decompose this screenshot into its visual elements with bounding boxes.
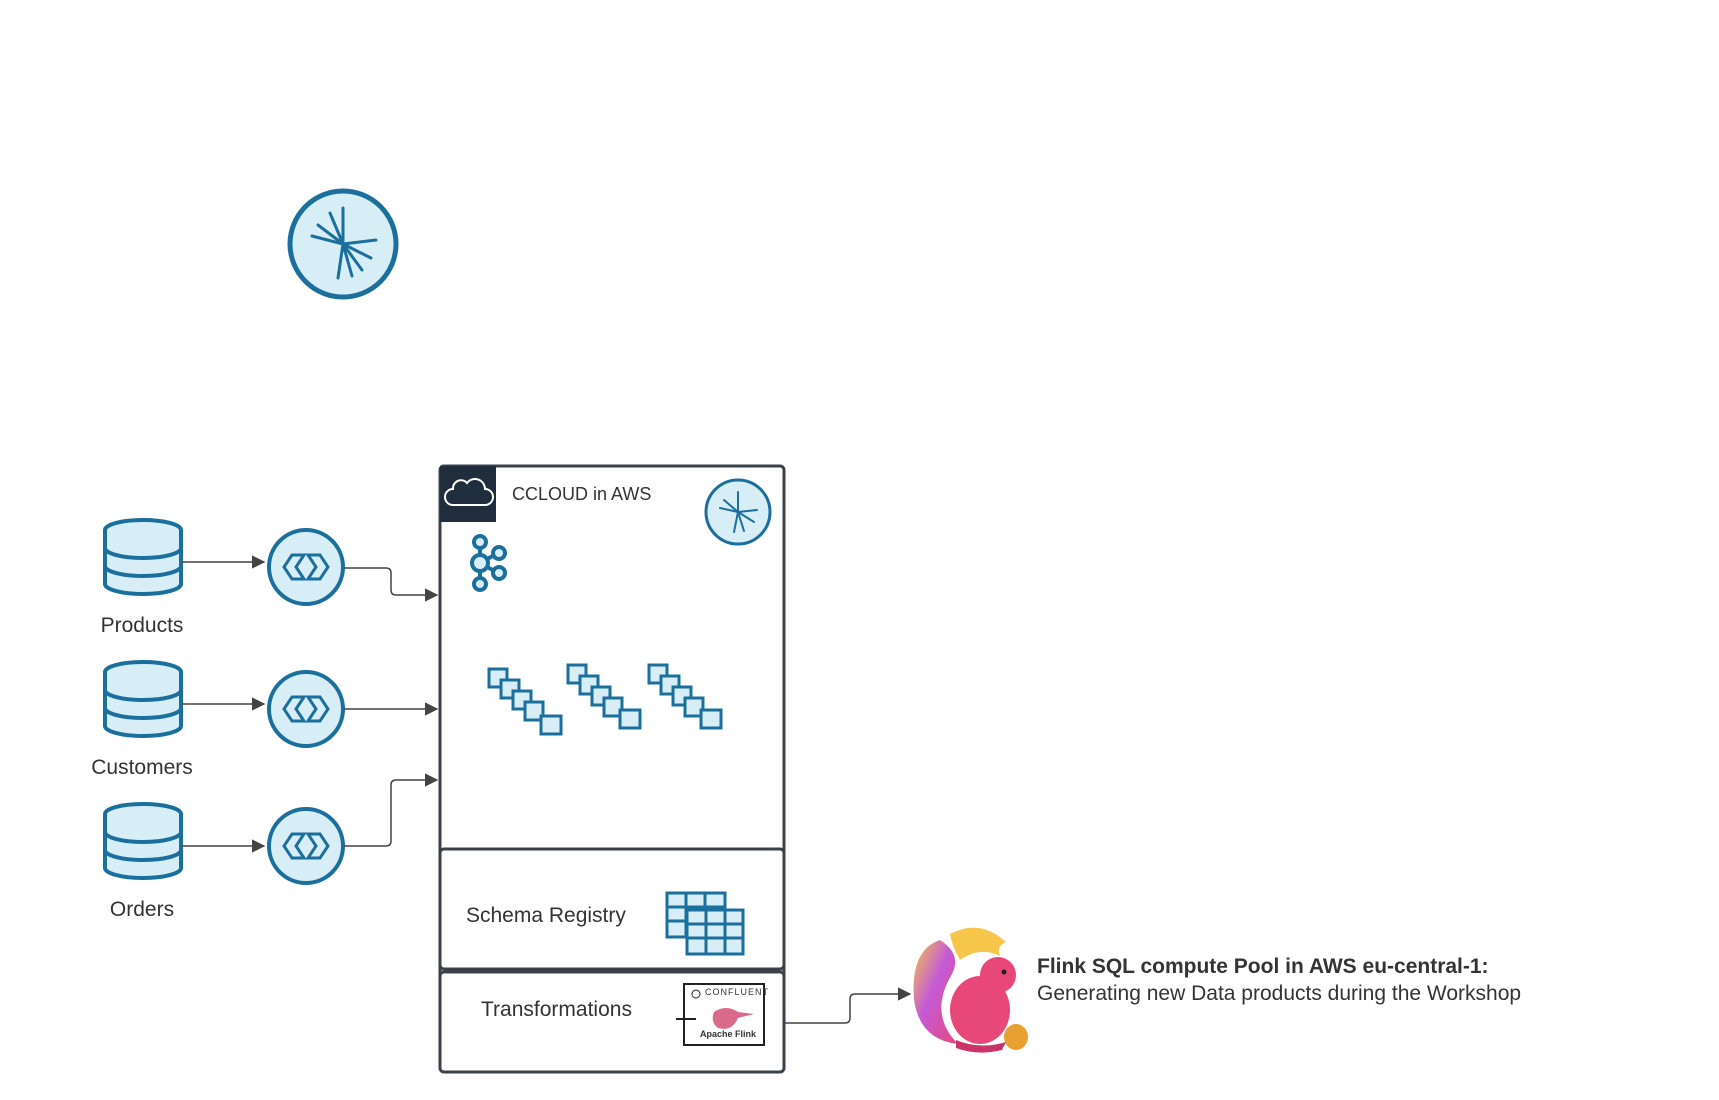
topic-icon-1	[487, 667, 563, 736]
cloud-icon	[444, 478, 494, 506]
topic-icons	[487, 663, 723, 736]
flink-squirrel-icon	[913, 927, 1028, 1053]
db-to-connector-edges	[182, 555, 266, 853]
connector-icon-customers	[267, 670, 345, 748]
cloud-title: CCLOUD in AWS	[512, 484, 652, 504]
topic-icon-2	[566, 663, 642, 730]
topic-icon-3	[647, 663, 723, 730]
kafka-icon	[470, 534, 507, 592]
schema-registry-label: Schema Registry	[466, 904, 626, 927]
confluent-small-icon	[704, 478, 772, 546]
flink-pool-subtitle: Generating new Data products during the …	[1037, 982, 1522, 1005]
database-icon-orders	[103, 802, 183, 880]
connector-to-cloud-edges	[344, 567, 439, 847]
flink-pool-title: Flink SQL compute Pool in AWS eu-central…	[1037, 955, 1489, 978]
transformations-panel	[438, 970, 786, 1074]
connector-icon-products	[267, 528, 345, 606]
schema-table-icon	[665, 891, 745, 956]
database-icon-customers	[103, 660, 183, 738]
source-label-orders: Orders	[109, 898, 175, 921]
transformations-label: Transformations	[481, 998, 632, 1021]
source-label-products: Products	[100, 614, 184, 637]
transformations-to-flink-edge	[784, 987, 912, 1024]
schema-registry-panel	[438, 847, 786, 971]
flink-badge-brand: CONFLUENT	[705, 987, 770, 997]
flink-badge-name: Apache Flink	[700, 1029, 757, 1039]
database-icon-products	[103, 518, 183, 596]
confluent-logo-icon	[287, 188, 399, 300]
connector-icon-orders	[267, 807, 345, 885]
source-label-customers: Customers	[91, 756, 193, 779]
